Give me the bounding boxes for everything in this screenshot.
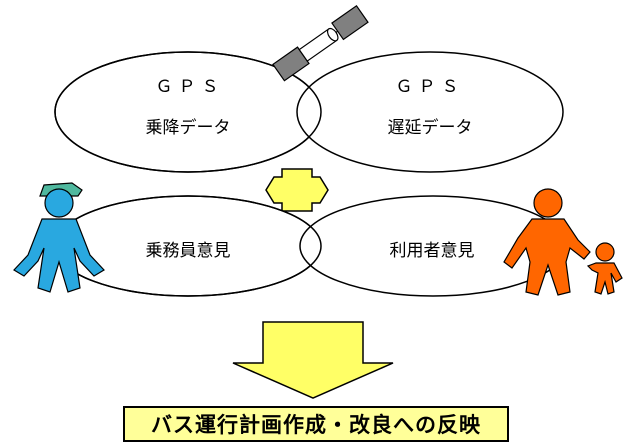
gps-boarding-label: 乗降データ	[145, 118, 231, 138]
crew-member-icon	[13, 182, 105, 293]
gps-boarding-ellipse-edge	[54, 51, 322, 173]
gps-boarding-title: ＧＰＳ	[155, 77, 225, 97]
down-arrow-icon	[232, 321, 394, 399]
result-label: バス運行計画作成・改良への反映	[151, 413, 481, 437]
satellite-icon	[272, 4, 369, 82]
gps-delay-label: 遅延データ	[387, 118, 473, 138]
user-opinion-label: 利用者意見	[389, 241, 475, 261]
result-box: バス運行計画作成・改良への反映	[123, 406, 509, 442]
parent-child-icon	[503, 188, 623, 296]
gps-delay-title: ＧＰＳ	[395, 77, 465, 97]
gps-delay-ellipse	[296, 51, 564, 173]
crew-opinion-label: 乗務員意見	[145, 241, 231, 261]
double-arrow-icon	[265, 168, 329, 212]
